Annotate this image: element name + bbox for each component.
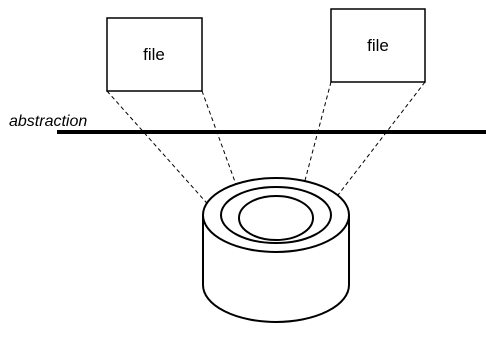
file-box-frame xyxy=(330,8,426,83)
projection-line xyxy=(201,90,239,191)
projection-line xyxy=(106,90,214,211)
file-box-frame xyxy=(106,17,203,92)
file-label: file xyxy=(367,36,389,55)
disk-inner-track xyxy=(238,195,314,241)
disk-icon xyxy=(202,177,350,323)
file-box-right: file xyxy=(330,8,426,83)
projection-lines-left xyxy=(106,90,239,211)
abstraction-label: abstraction xyxy=(9,113,87,130)
file-label: file xyxy=(143,45,165,64)
file-box-left: file xyxy=(106,17,203,92)
projection-line xyxy=(327,81,426,209)
